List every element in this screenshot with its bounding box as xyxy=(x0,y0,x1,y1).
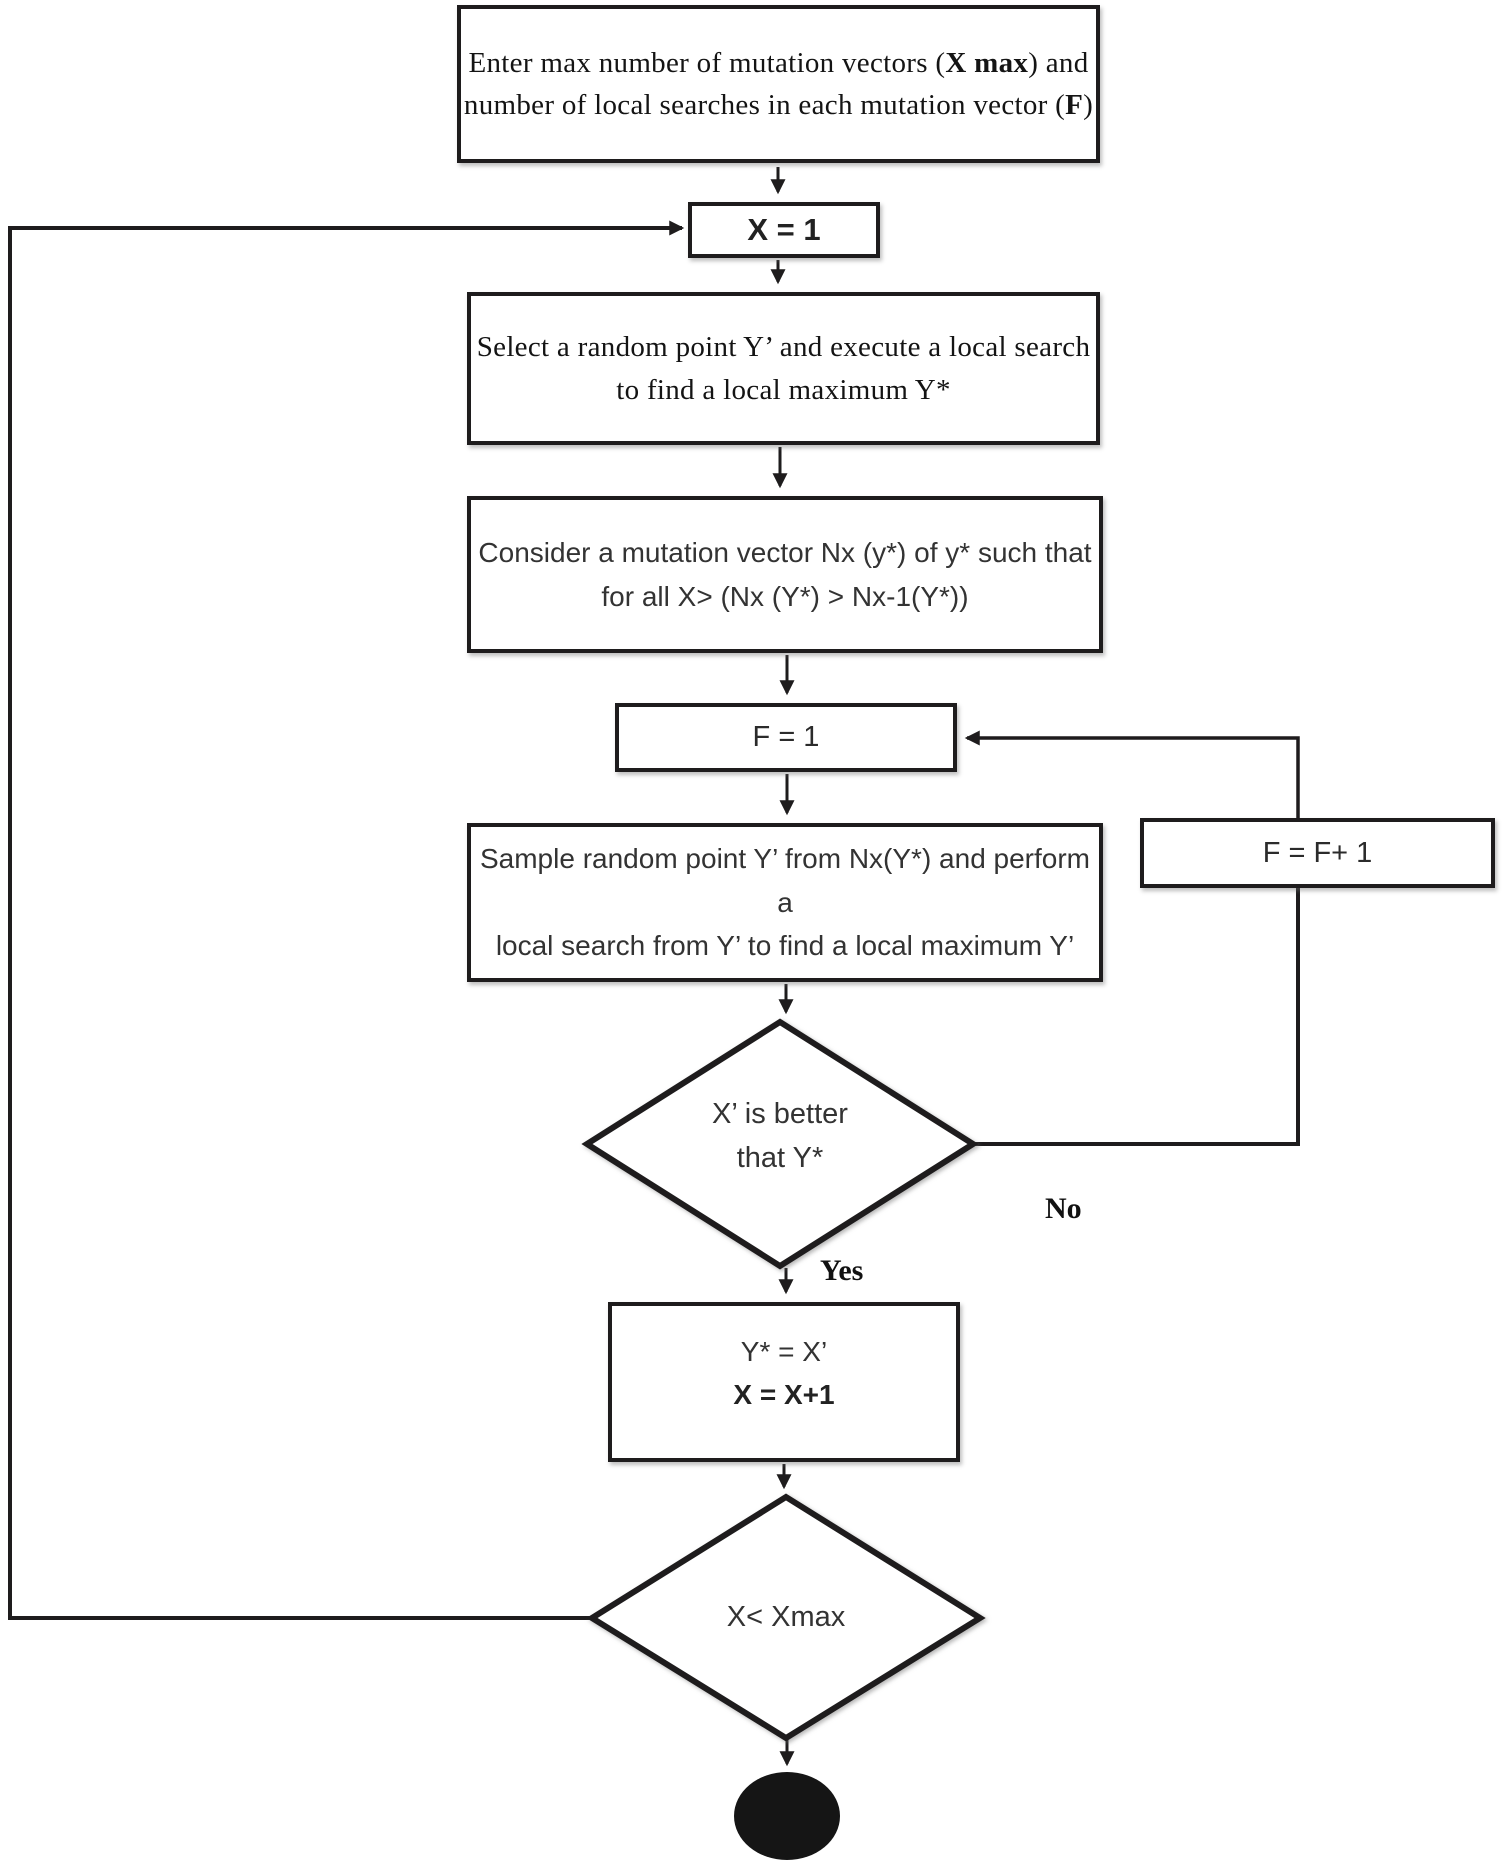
select-random-line1: Select a random point Y’ and execute a l… xyxy=(476,331,1091,364)
init-f-node: F = 1 xyxy=(615,703,957,772)
update-line1: Y* = X’ xyxy=(740,1336,828,1367)
edge-no-path xyxy=(973,886,1300,1146)
sample-point-line1: Sample random point Y’ from Nx(Y*) and p… xyxy=(479,843,1091,918)
start-node-line2: number of local searches in each mutatio… xyxy=(463,89,1094,121)
increment-f-node: F = F+ 1 xyxy=(1140,818,1495,888)
init-f-label: F = 1 xyxy=(752,721,820,753)
end-terminator xyxy=(734,1772,840,1860)
mutation-vector-node: Consider a mutation vector Nx (y*) of y*… xyxy=(467,496,1103,653)
sample-point-node: Sample random point Y’ from Nx(Y*) and p… xyxy=(467,823,1103,982)
start-node: Enter max number of mutation vectors (X … xyxy=(457,5,1100,163)
decision-better-diamond xyxy=(581,1018,979,1270)
increment-f-label: F = F+ 1 xyxy=(1262,836,1373,869)
init-x-label: X = 1 xyxy=(747,212,821,247)
sample-point-line2: local search from Y’ to find a local max… xyxy=(495,930,1075,962)
init-x-node: X = 1 xyxy=(688,202,880,258)
mutation-vector-line1: Consider a mutation vector Nx (y*) of y*… xyxy=(478,537,1092,569)
decision-better-line2: that Y* xyxy=(736,1141,824,1174)
decision-xmax-diamond xyxy=(586,1493,986,1742)
yes-edge-label: Yes xyxy=(820,1254,864,1287)
select-random-line2: to find a local maximum Y* xyxy=(616,373,951,406)
decision-better-line1: X’ is better xyxy=(712,1098,848,1130)
edge-f-loop xyxy=(964,730,1300,818)
mutation-vector-line2: for all X> (Nx (Y*) > Nx-1(Y*)) xyxy=(601,580,969,612)
decision-xmax-label: X< Xmax xyxy=(726,1601,846,1633)
start-node-line1: Enter max number of mutation vectors (X … xyxy=(468,46,1089,79)
no-edge-label: No xyxy=(1045,1192,1082,1225)
update-node: Y* = X’ X = X+1 xyxy=(608,1302,960,1462)
decision-better-label: X’ is better that Y* xyxy=(615,1093,945,1180)
update-line2: X = X+1 xyxy=(733,1379,835,1411)
select-random-node: Select a random point Y’ and execute a l… xyxy=(467,292,1100,445)
edge-xmax-loop xyxy=(8,220,685,1620)
